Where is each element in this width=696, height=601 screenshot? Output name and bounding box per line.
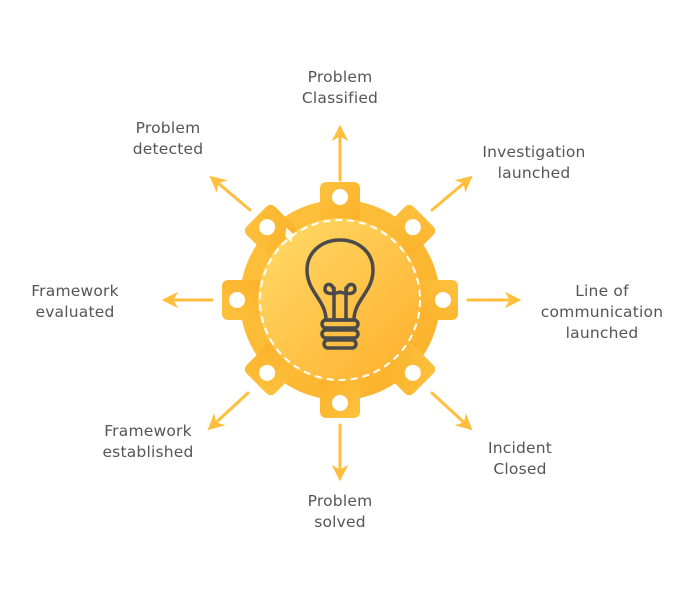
step-framework-evaluated: Framework evaluated bbox=[16, 281, 134, 323]
label-line: Incident bbox=[487, 439, 553, 457]
label-line: established bbox=[102, 443, 194, 461]
label-line: detected bbox=[132, 140, 204, 158]
step-problem-detected: Problem detected bbox=[118, 118, 218, 160]
label-line: Problem bbox=[135, 119, 201, 137]
label-line: launched bbox=[565, 324, 639, 342]
step-incident-closed: Incident Closed bbox=[470, 438, 570, 480]
label-line: launched bbox=[497, 164, 571, 182]
step-line-of-communication-launched: Line of communication launched bbox=[522, 281, 682, 344]
arrow-up-left bbox=[209, 175, 252, 212]
label-line: Closed bbox=[493, 460, 547, 478]
gear-icon bbox=[222, 182, 458, 418]
label-line: Framework bbox=[104, 422, 192, 440]
label-line: communication bbox=[540, 303, 664, 321]
label-line: Classified bbox=[301, 89, 379, 107]
arrow-down-right bbox=[430, 391, 473, 431]
arrow-down-left bbox=[207, 391, 250, 431]
label-line: solved bbox=[314, 513, 366, 531]
step-investigation-launched: Investigation launched bbox=[466, 142, 602, 184]
lightbulb-icon bbox=[305, 238, 375, 350]
label-line: Investigation bbox=[482, 143, 586, 161]
label-line: Problem bbox=[307, 68, 373, 86]
arrows bbox=[161, 124, 522, 482]
label-line: evaluated bbox=[35, 303, 115, 321]
step-problem-classified: Problem Classified bbox=[288, 67, 392, 109]
step-problem-solved: Problem solved bbox=[290, 491, 390, 533]
step-framework-established: Framework established bbox=[88, 421, 208, 463]
arrow-up-right bbox=[430, 175, 473, 212]
label-line: Framework bbox=[31, 282, 119, 300]
label-line: Line of bbox=[575, 282, 629, 300]
label-line: Problem bbox=[307, 492, 373, 510]
